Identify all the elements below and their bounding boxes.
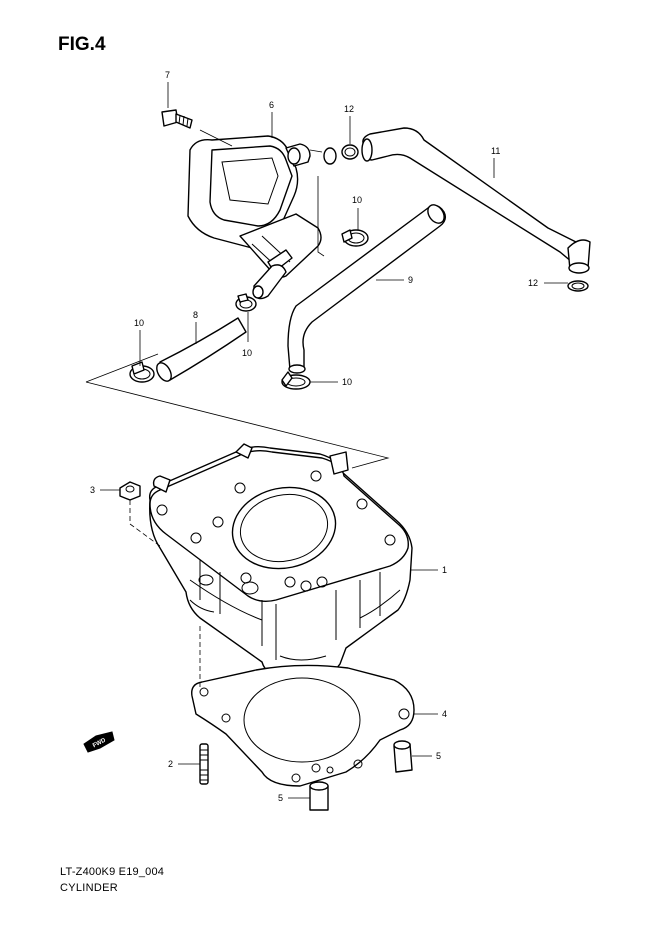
clamp-part bbox=[235, 293, 257, 312]
callout-5a: 5 bbox=[412, 751, 441, 761]
callout-label: 9 bbox=[408, 275, 413, 285]
cylinder-part bbox=[148, 443, 413, 677]
o-ring-part bbox=[323, 144, 359, 165]
hose-part bbox=[156, 317, 247, 382]
callout-8: 8 bbox=[193, 310, 198, 344]
callout-9: 9 bbox=[376, 275, 413, 285]
hose-part bbox=[361, 127, 591, 274]
callout-10d: 10 bbox=[310, 377, 352, 387]
callout-label: 3 bbox=[90, 485, 95, 495]
callout-label: 5 bbox=[436, 751, 441, 761]
callout-label: 10 bbox=[342, 377, 352, 387]
callout-label: 10 bbox=[352, 195, 362, 205]
clamp-part bbox=[341, 229, 369, 247]
callout-label: 12 bbox=[344, 104, 354, 114]
callout-12a: 12 bbox=[344, 104, 354, 144]
figure-title: FIG.4 bbox=[58, 34, 106, 55]
forward-direction-mark: FWD bbox=[83, 731, 115, 753]
nut-part bbox=[119, 481, 141, 501]
callout-label: 6 bbox=[269, 100, 274, 110]
callout-label: 11 bbox=[491, 146, 500, 156]
callout-label: 7 bbox=[165, 70, 170, 80]
callout-label: 10 bbox=[242, 348, 252, 358]
clamp-part bbox=[281, 371, 311, 390]
callout-10b: 10 bbox=[242, 312, 252, 358]
dowel-pin-part bbox=[393, 740, 413, 773]
gasket-part bbox=[191, 664, 415, 787]
hose-part bbox=[287, 204, 447, 374]
clamp-part bbox=[129, 361, 155, 383]
callout-label: 10 bbox=[134, 318, 144, 328]
callout-label: 5 bbox=[278, 793, 283, 803]
callout-label: 12 bbox=[528, 278, 538, 288]
callout-2: 2 bbox=[168, 759, 200, 769]
callout-3: 3 bbox=[90, 485, 120, 495]
diagram-code: LT-Z400K9 E19_004 bbox=[60, 866, 165, 878]
air-valve-part bbox=[187, 135, 322, 300]
callout-11: 11 bbox=[491, 146, 500, 178]
callout-label: 8 bbox=[193, 310, 198, 320]
callout-1: 1 bbox=[410, 565, 447, 575]
callout-5b: 5 bbox=[278, 793, 310, 803]
callout-7: 7 bbox=[165, 70, 170, 108]
callout-10c: 10 bbox=[134, 318, 144, 366]
stud-bolt-part bbox=[199, 743, 209, 785]
diagram-caption: CYLINDER bbox=[60, 882, 119, 894]
bolt-part bbox=[161, 109, 193, 129]
callout-label: 4 bbox=[442, 709, 447, 719]
callout-label: 1 bbox=[442, 565, 447, 575]
callout-12b: 12 bbox=[528, 278, 568, 288]
callout-4: 4 bbox=[414, 709, 447, 719]
callout-10a: 10 bbox=[352, 195, 362, 230]
callout-label: 2 bbox=[168, 759, 173, 769]
dowel-pin-part bbox=[309, 781, 329, 811]
o-ring-part bbox=[567, 280, 589, 292]
callout-6: 6 bbox=[269, 100, 274, 138]
